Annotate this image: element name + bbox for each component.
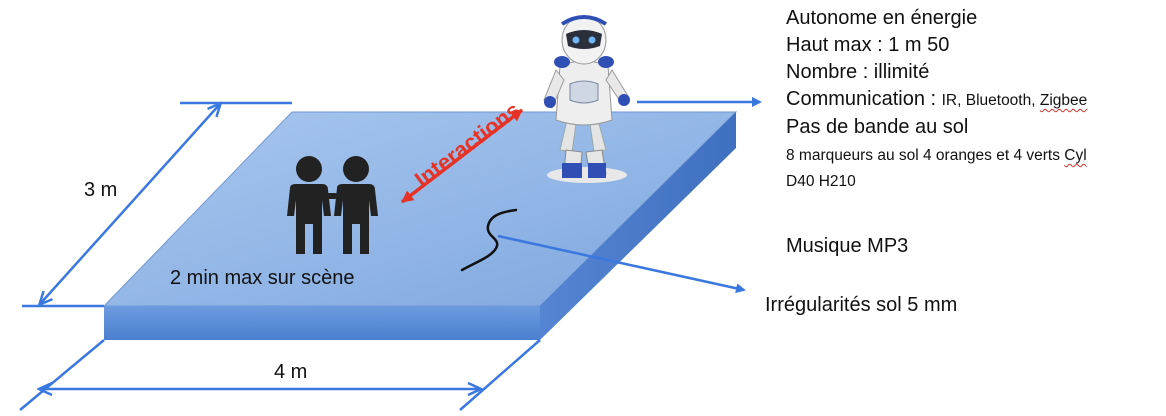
spec-count: Nombre : illimité — [786, 61, 930, 83]
stage-front — [104, 306, 540, 340]
floor-irregularity-label: Irrégularités sol 5 mm — [765, 294, 958, 316]
spec-energy: Autonome en énergie — [786, 7, 978, 29]
length-dimension-label: 4 m — [274, 361, 308, 383]
robot-spec-list: Autonome en énergie Haut max : 1 m 50 No… — [786, 6, 1087, 193]
spec-communication-separator: : — [924, 88, 942, 110]
spec-no-floor-line: Pas de bande au sol — [786, 116, 969, 138]
spec-markers-dims: D40 H210 — [786, 173, 856, 190]
spec-height: Haut max : 1 m 50 — [786, 34, 950, 56]
pointer-arrows — [497, 97, 762, 294]
robot-icon — [543, 15, 630, 183]
spec-communication-protocols: IR, Bluetooth, — [941, 92, 1040, 109]
stage-slab — [102, 111, 738, 340]
spec-markers-cyl: Cyl — [1064, 147, 1087, 164]
bottom-extension-left — [19, 339, 105, 411]
floor-irregularity-mark — [460, 208, 518, 272]
irregularity-arrow — [497, 234, 746, 294]
spec-markers-main: 8 marqueurs au sol 4 oranges et 4 verts — [786, 147, 1065, 164]
dimension-lines — [19, 103, 541, 411]
music-label: Musique MP3 — [786, 235, 909, 257]
width-dimension-arrow — [40, 104, 220, 304]
stage-side — [540, 112, 736, 340]
stage-time-note: 2 min max sur scène — [170, 267, 355, 289]
spec-markers: 8 marqueurs au sol 4 oranges et 4 verts … — [786, 145, 1087, 167]
interaction-arrow — [400, 108, 524, 204]
width-dimension-label: 3 m — [84, 179, 118, 201]
spec-communication-zigbee: Zigbee — [1039, 92, 1088, 109]
bottom-extension-right — [459, 339, 541, 411]
children-icon — [287, 156, 378, 254]
spec-communication: Communication : IR, Bluetooth, Zigbee — [786, 87, 1087, 112]
spec-communication-prefix: Communication — [786, 88, 925, 110]
